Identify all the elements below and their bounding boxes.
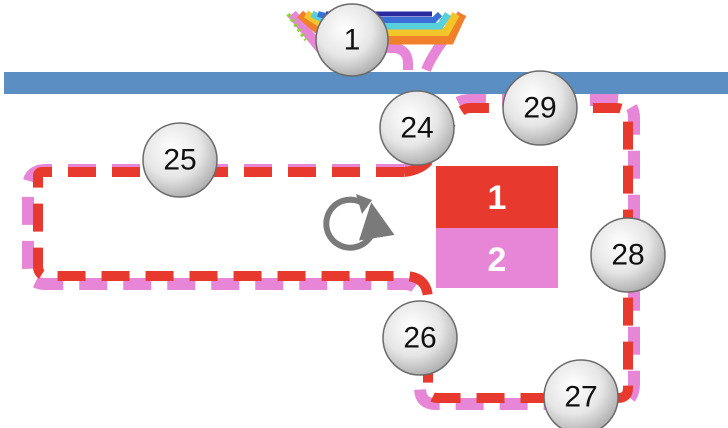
legend-swatch-route-1	[436, 166, 558, 228]
node-1: 1	[315, 3, 389, 77]
node-24-label: 24	[400, 112, 433, 145]
node-1-label: 1	[344, 24, 361, 57]
node-26: 26	[382, 300, 458, 376]
node-24: 24	[379, 90, 455, 166]
route-1-line	[33, 103, 633, 403]
legend-swatch-route-2	[436, 228, 558, 288]
node-26-label: 26	[403, 322, 436, 355]
node-29-label: 29	[523, 92, 556, 125]
route-2-line	[22, 94, 640, 410]
counterclockwise-loop-arrow-icon	[323, 194, 395, 251]
node-25-label: 25	[163, 144, 196, 177]
legend: 1 2	[436, 166, 558, 288]
node-27-label: 27	[564, 381, 597, 414]
legend-label-route-2: 2	[488, 241, 507, 279]
node-27: 27	[543, 359, 619, 428]
node-25: 25	[142, 122, 218, 198]
node-28-label: 28	[611, 239, 644, 272]
legend-label-route-1: 1	[488, 179, 507, 217]
road-band	[4, 72, 728, 94]
node-28: 28	[590, 217, 666, 293]
node-29: 29	[502, 70, 578, 146]
